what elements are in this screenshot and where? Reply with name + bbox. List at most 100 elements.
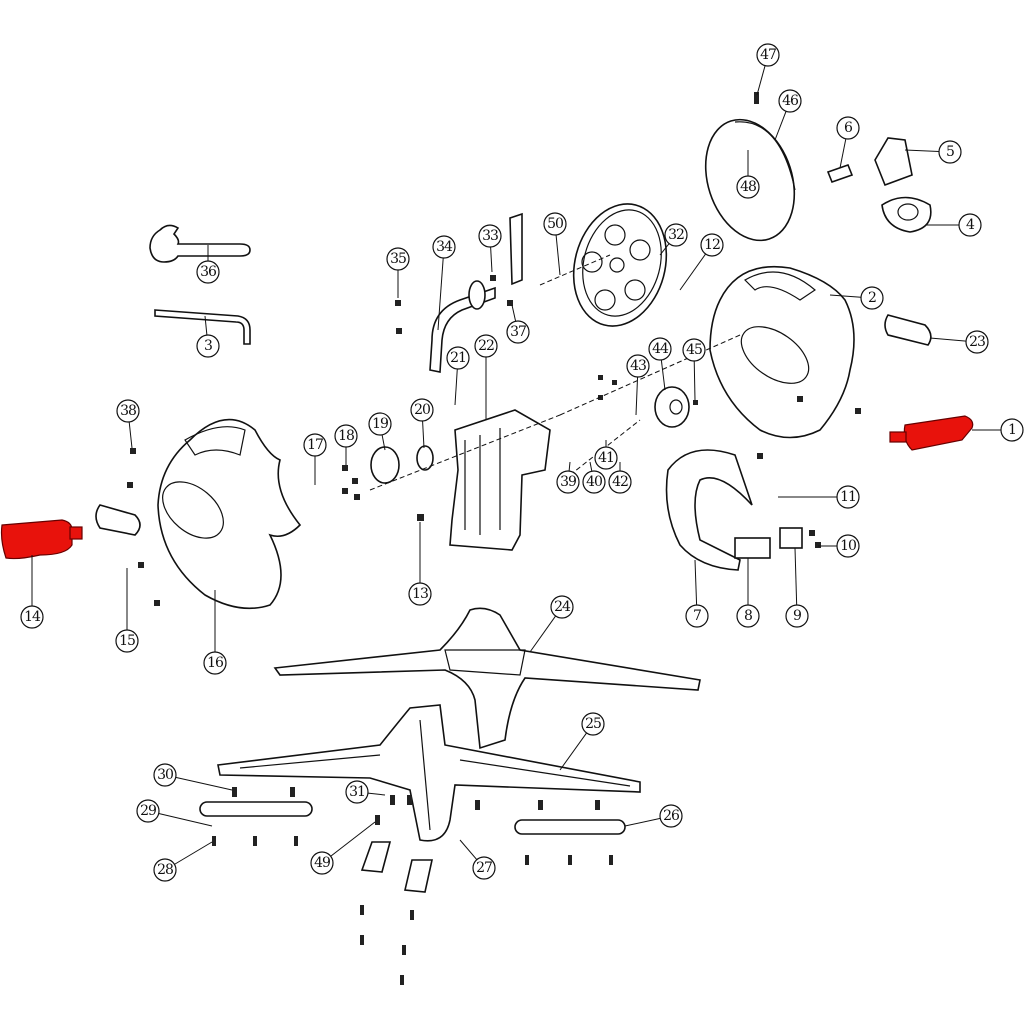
callout-number: 11 bbox=[840, 489, 856, 505]
callout-1: 1 bbox=[972, 418, 1024, 442]
callout-circle bbox=[410, 398, 434, 422]
callout-33: 33 bbox=[478, 224, 502, 273]
callout-number: 15 bbox=[119, 633, 135, 649]
callout-circle bbox=[685, 604, 709, 628]
callout-42: 42 bbox=[608, 462, 632, 494]
callout-41: 41 bbox=[594, 440, 618, 470]
left-cover-part bbox=[157, 418, 302, 610]
callout-circle bbox=[474, 334, 498, 358]
callout-47: 47 bbox=[756, 43, 780, 96]
callout-number: 36 bbox=[200, 264, 217, 280]
callout-circle bbox=[408, 582, 432, 606]
callout-18: 18 bbox=[334, 424, 358, 465]
leader-line bbox=[555, 234, 561, 276]
leader-line bbox=[459, 839, 478, 860]
callout-number: 27 bbox=[476, 860, 492, 876]
callout-39: 39 bbox=[556, 461, 580, 494]
callout-number: 43 bbox=[630, 358, 646, 374]
callout-number: 42 bbox=[612, 474, 628, 490]
callout-number: 1 bbox=[1008, 422, 1016, 438]
callout-number: 20 bbox=[414, 402, 430, 418]
callout-number: 39 bbox=[560, 474, 576, 490]
leader-line bbox=[174, 841, 213, 865]
right-grip-part bbox=[903, 415, 974, 451]
callout-number: 45 bbox=[686, 342, 702, 358]
foot-plate-part bbox=[199, 801, 313, 817]
callout-45: 45 bbox=[682, 338, 706, 401]
callout-circle bbox=[136, 799, 160, 823]
callout-circle bbox=[938, 140, 962, 164]
callout-number: 26 bbox=[663, 808, 680, 824]
leader-line bbox=[694, 559, 698, 606]
callout-number: 4 bbox=[966, 217, 975, 233]
callout-24: 24 bbox=[529, 595, 574, 653]
callout-number: 47 bbox=[760, 47, 776, 63]
leader-line bbox=[829, 294, 862, 298]
callout-15: 15 bbox=[115, 568, 139, 653]
callout-circle bbox=[153, 858, 177, 882]
hex-key-part bbox=[154, 309, 251, 345]
callout-number: 22 bbox=[478, 338, 494, 354]
callout-number: 35 bbox=[390, 251, 406, 267]
callout-number: 12 bbox=[704, 237, 720, 253]
callout-number: 33 bbox=[482, 228, 498, 244]
leader-line bbox=[794, 547, 798, 606]
callout-6: 6 bbox=[836, 116, 860, 169]
callout-10: 10 bbox=[818, 534, 860, 558]
callout-number: 7 bbox=[693, 608, 701, 624]
callout-circle bbox=[582, 470, 606, 494]
handle-part bbox=[429, 286, 496, 373]
callout-3: 3 bbox=[196, 315, 220, 358]
callout-number: 5 bbox=[946, 144, 954, 160]
callout-28: 28 bbox=[153, 841, 213, 882]
callout-number: 23 bbox=[969, 334, 985, 350]
callout-circle bbox=[736, 175, 760, 199]
callout-circle bbox=[153, 763, 177, 787]
callout-13: 13 bbox=[408, 522, 432, 606]
callout-number: 50 bbox=[547, 216, 563, 232]
callout-25: 25 bbox=[559, 712, 605, 771]
callout-14: 14 bbox=[20, 555, 44, 629]
upper-base-part bbox=[273, 607, 701, 750]
wrench-part bbox=[149, 224, 251, 263]
callout-27: 27 bbox=[459, 839, 496, 880]
callout-38: 38 bbox=[116, 399, 140, 449]
callout-circle bbox=[432, 235, 456, 259]
leader-line bbox=[679, 253, 707, 291]
leader-line bbox=[367, 792, 386, 796]
plate-5-part bbox=[874, 137, 913, 187]
callout-number: 37 bbox=[510, 324, 526, 340]
callout-circle bbox=[581, 712, 605, 736]
left-cover-slot bbox=[162, 481, 224, 539]
callout-circle bbox=[594, 446, 618, 470]
leader-line bbox=[659, 243, 670, 256]
callout-number: 9 bbox=[793, 608, 801, 624]
callout-43: 43 bbox=[626, 354, 650, 416]
callout-circle bbox=[700, 233, 724, 257]
leader-line bbox=[437, 257, 444, 331]
leader-line bbox=[529, 615, 557, 653]
callout-circle bbox=[836, 485, 860, 509]
callout-circle bbox=[659, 804, 683, 828]
callout-circle bbox=[196, 260, 220, 284]
callout-19: 19 bbox=[368, 412, 392, 451]
callout-5: 5 bbox=[904, 140, 962, 164]
callout-number: 13 bbox=[412, 586, 428, 602]
callout-circle bbox=[860, 286, 884, 310]
leader-line bbox=[589, 461, 593, 472]
callout-circle bbox=[115, 629, 139, 653]
callout-number: 30 bbox=[157, 767, 173, 783]
callout-number: 2 bbox=[868, 290, 876, 306]
leader-line bbox=[624, 817, 661, 827]
callout-31: 31 bbox=[345, 780, 386, 804]
pulley-wheel-part bbox=[572, 203, 668, 327]
leader-line bbox=[158, 813, 213, 827]
callout-circle bbox=[836, 534, 860, 558]
leader-line bbox=[904, 149, 940, 153]
callout-circle bbox=[478, 224, 502, 248]
callout-circle bbox=[334, 424, 358, 448]
callout-number: 46 bbox=[782, 93, 799, 109]
callout-circle bbox=[472, 856, 496, 880]
callout-32: 32 bbox=[659, 223, 688, 256]
callout-number: 18 bbox=[338, 428, 354, 444]
